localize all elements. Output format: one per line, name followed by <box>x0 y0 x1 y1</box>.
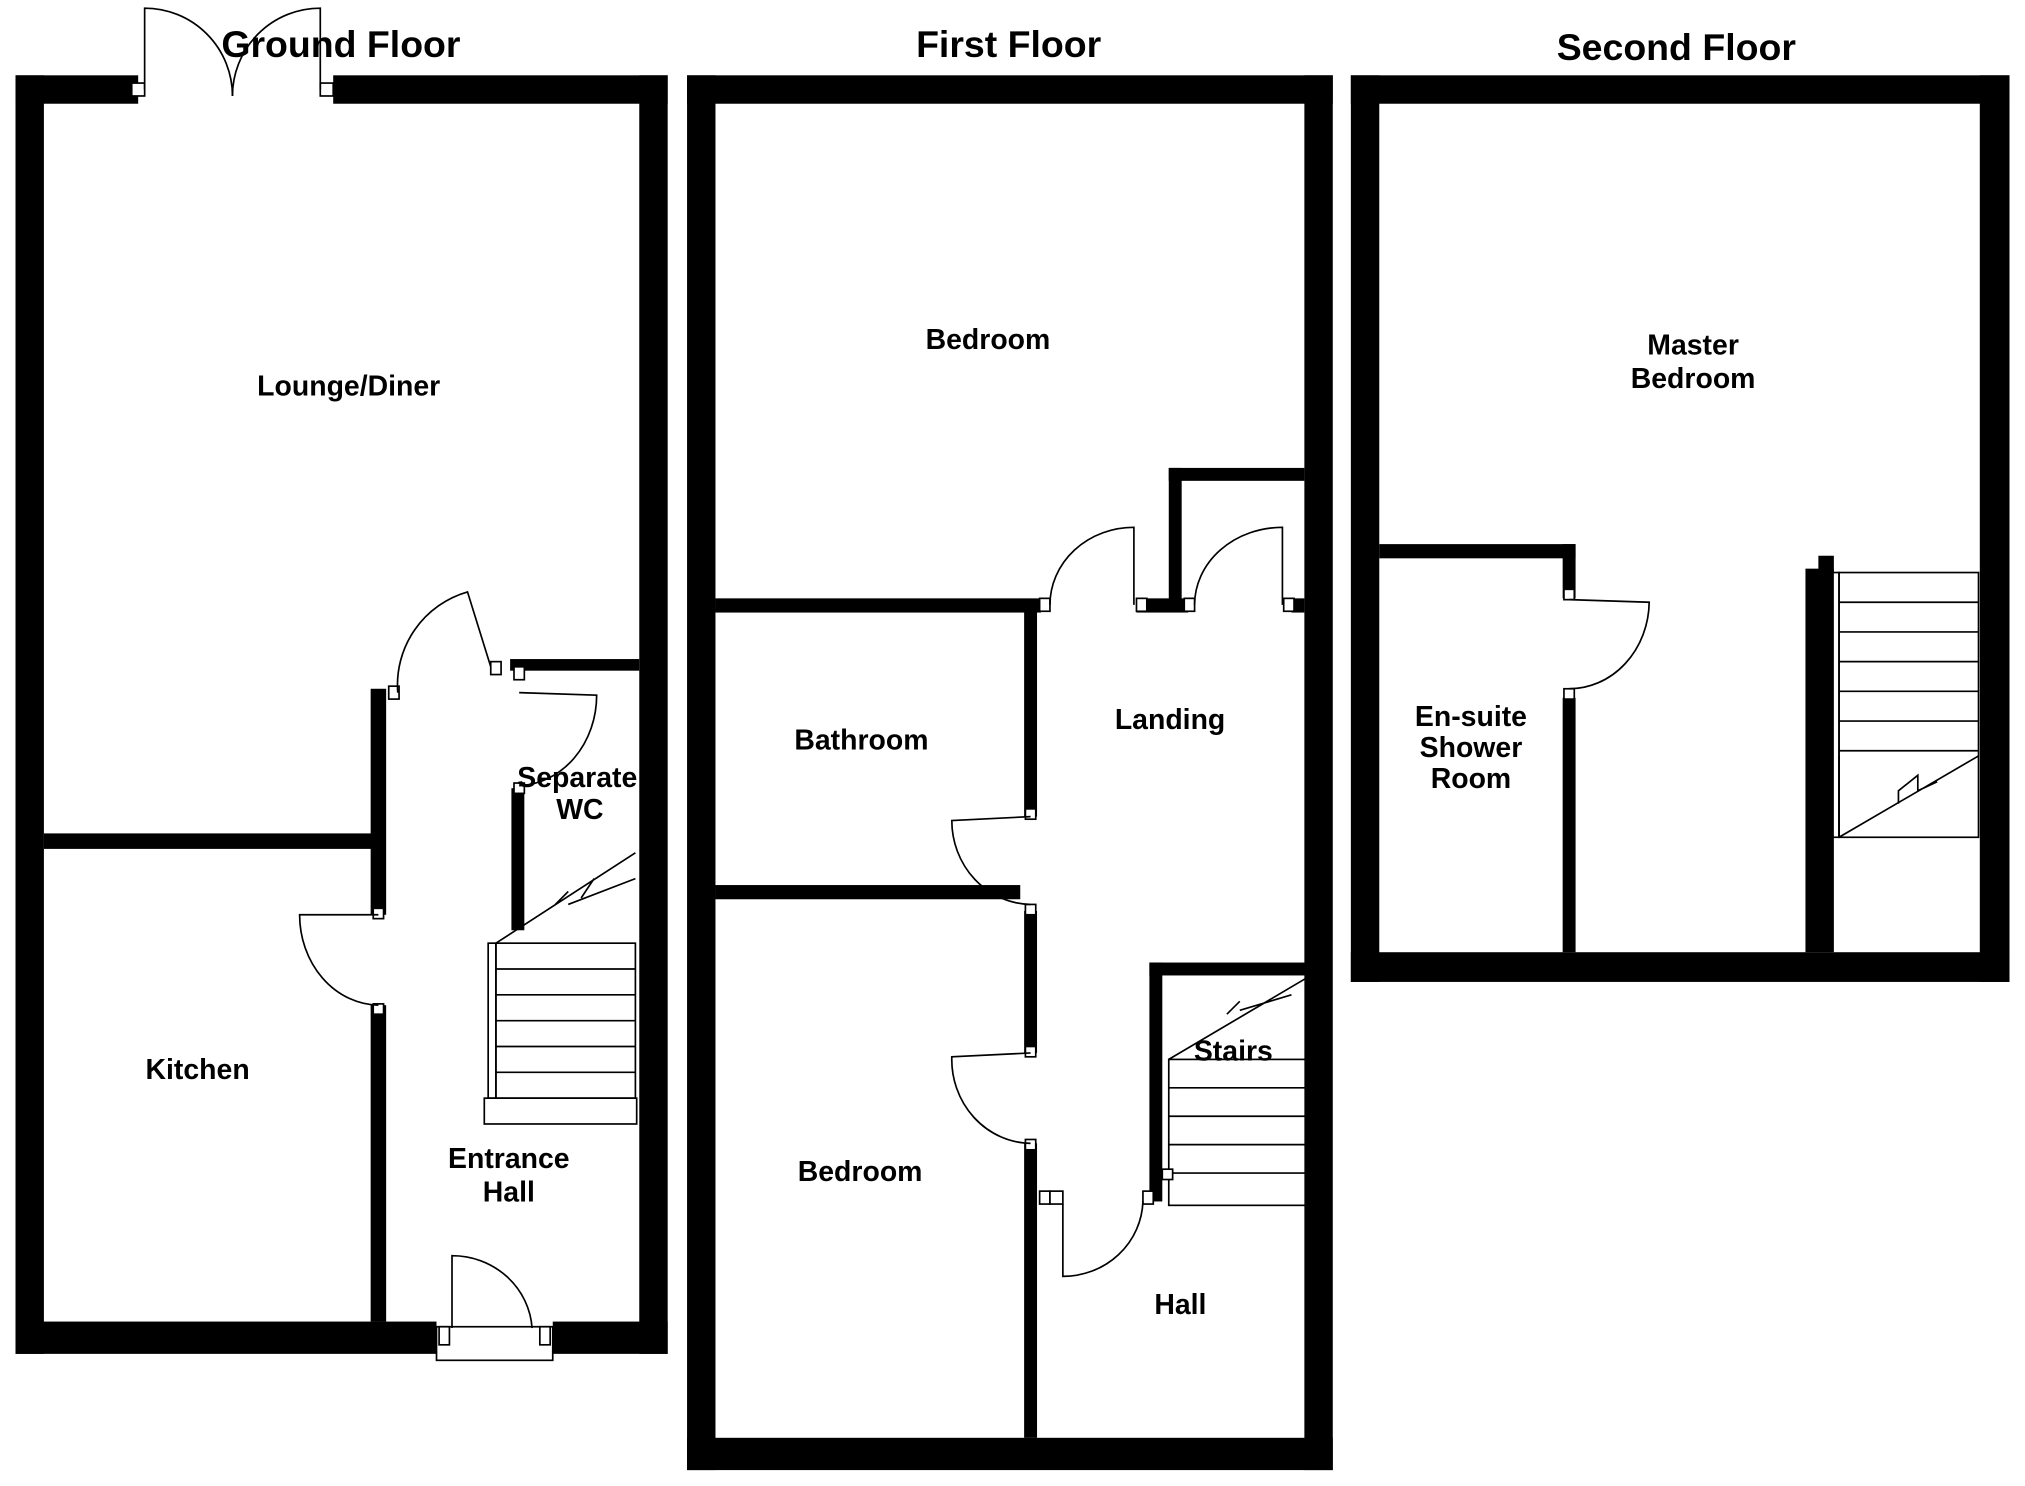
room-label: Hall <box>483 1176 535 1208</box>
ground-floor-title: Ground Floor <box>221 23 460 65</box>
french-doors <box>130 7 335 97</box>
wall <box>687 75 716 1471</box>
wall <box>370 688 387 915</box>
wall <box>510 659 640 671</box>
wall <box>333 75 668 104</box>
door-ensuite <box>1563 588 1651 700</box>
door-bedroom-rear <box>950 1045 1037 1151</box>
wall <box>1149 962 1163 1202</box>
ground-floor: Ground Floor <box>15 7 668 1362</box>
wall <box>1350 952 2010 982</box>
wall <box>43 833 375 849</box>
wall <box>1168 467 1182 610</box>
door-hall <box>1038 1190 1155 1278</box>
room-label: WC <box>556 794 603 826</box>
room-label: Shower <box>1420 732 1523 764</box>
first-floor-title: First Floor <box>916 23 1101 65</box>
wall <box>15 75 44 1354</box>
wall <box>1379 544 1576 559</box>
wall <box>511 788 525 931</box>
room-label: Hall <box>1154 1289 1206 1321</box>
wall <box>1350 75 2010 104</box>
door-lounge <box>387 590 502 700</box>
wall <box>370 1005 387 1322</box>
wall <box>1024 1143 1038 1438</box>
second-floor-title: Second Floor <box>1557 26 1796 68</box>
wall <box>1136 598 1189 613</box>
wall <box>1304 75 1333 1471</box>
wall <box>687 1437 1333 1471</box>
wall <box>1149 962 1314 976</box>
room-label: Bedroom <box>1631 363 1756 395</box>
room-label: Bedroom <box>926 324 1051 356</box>
door-kitchen <box>298 907 385 1016</box>
room-label: Master <box>1647 329 1739 361</box>
wall <box>1562 544 1576 599</box>
wall <box>1818 555 1834 572</box>
room-label: Kitchen <box>146 1054 250 1086</box>
wall <box>687 75 1333 104</box>
wall <box>1350 75 1380 982</box>
second-floor: Second Floor Master Bedroom En-s <box>1350 26 2010 982</box>
stairs-first <box>1161 974 1312 1207</box>
door-bedroom-front <box>1038 526 1148 613</box>
stairs-second <box>1830 571 1980 839</box>
wall <box>15 1321 437 1354</box>
door-bathroom <box>950 808 1037 916</box>
wall <box>1979 75 2010 982</box>
wall <box>1024 607 1038 817</box>
room-label: Room <box>1431 763 1511 795</box>
room-label: Bathroom <box>794 724 928 756</box>
door-wc <box>513 665 598 795</box>
room-label: Lounge/Diner <box>257 371 440 403</box>
wall <box>1805 568 1834 953</box>
room-label: Entrance <box>448 1143 570 1175</box>
wall <box>552 1321 668 1354</box>
wall <box>1562 697 1576 953</box>
room-label: Stairs <box>1194 1036 1273 1068</box>
stairs-ground <box>483 852 638 1125</box>
room-label: Separate <box>517 762 637 794</box>
room-label: Bedroom <box>798 1156 923 1188</box>
wall <box>1024 910 1038 1053</box>
room-label: Landing <box>1115 704 1225 736</box>
door-cupboard <box>1183 526 1295 613</box>
first-floor: First Floor <box>687 23 1333 1471</box>
wall <box>1168 467 1305 481</box>
front-door <box>435 1254 554 1362</box>
wall <box>715 885 1021 900</box>
wall <box>715 598 1041 613</box>
wall <box>639 75 668 1354</box>
room-label: En-suite <box>1415 701 1527 733</box>
